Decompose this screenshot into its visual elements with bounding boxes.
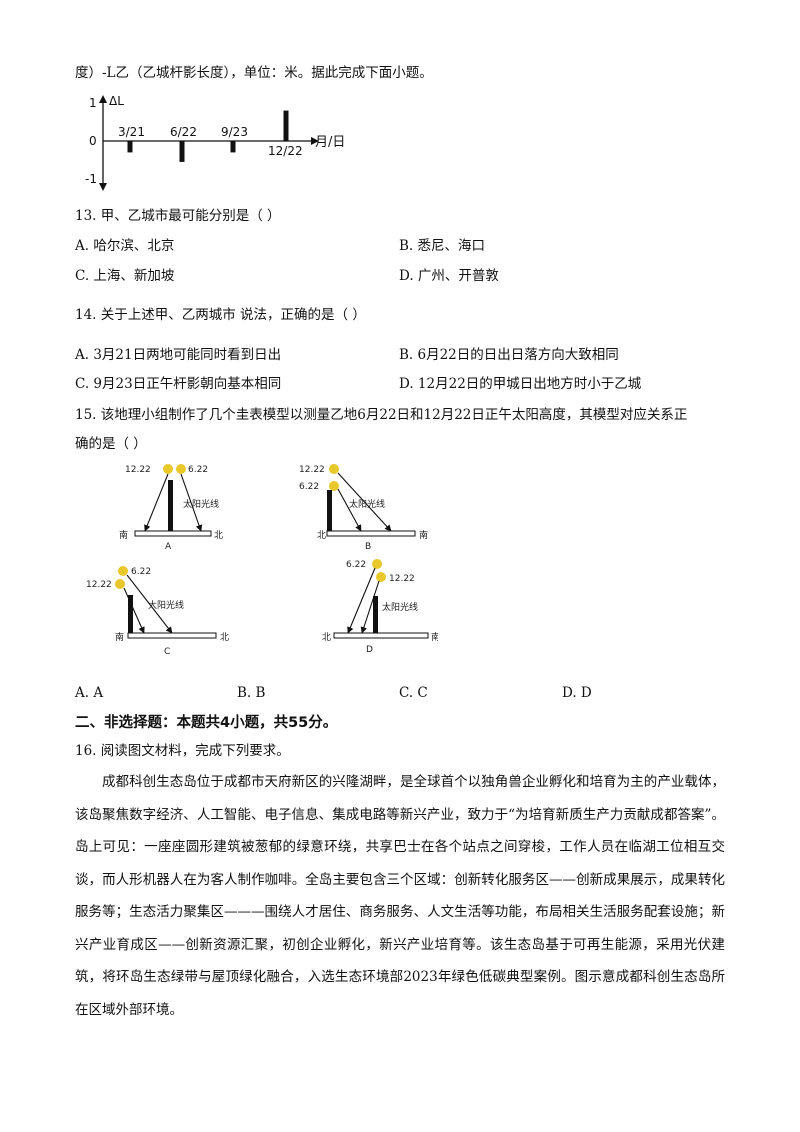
fig-a-gnomon [168,480,173,535]
chart-bar [230,141,236,153]
chart-category-label: 6/22 [170,125,197,139]
q14-stem: 14. 关于上述甲、乙两城市 说法，正确的是（ ） [75,307,366,323]
fig-c-ray-label: 太阳光线 [148,599,184,611]
chart-y-label: ΔL [109,94,124,108]
fig-b-north: 北 [317,530,326,541]
q15-option-c[interactable]: C. C [399,685,428,701]
fig-b-ray-label: 太阳光线 [349,498,385,510]
fig-b-date-jun: 6.22 [299,482,319,492]
q13-stem: 13. 甲、乙城市最可能分别是（ ） [75,208,281,224]
q14-option-b[interactable]: B. 6月22日的日出日落方向大致相同 [399,347,619,363]
q16-stem: 16. 阅读图文材料，完成下列要求。 [75,743,290,759]
q15-stem-line1: 15. 该地理小组制作了几个圭表模型以测量乙地6月22日和12月22日正午太阳高… [75,407,688,423]
fig-c-south: 南 [115,631,124,643]
chart-bar [283,110,289,141]
q13-option-d[interactable]: D. 广州、开普敦 [399,268,499,284]
chart-y-arrow-down-icon [99,183,107,191]
delta-l-chart: 1 0 -1 ΔL 月/日 3/21 6/22 9/23 12/22 [85,94,345,191]
q15-option-a[interactable]: A. A [75,685,104,701]
gnomon-figure-b: 12.22 6.22 太阳光线 北 南 B [299,464,428,552]
fig-d-sun-dec-icon [376,572,386,582]
fig-b-gnomon [327,490,332,535]
chart-category-label: 9/23 [221,125,248,139]
chart-y-tick-label: 0 [89,134,97,148]
fig-b-date-dec: 12.22 [299,465,325,475]
q14-option-c[interactable]: C. 9月23日正午杆影朝向基本相同 [75,376,282,392]
chart-x-label: 月/日 [315,135,345,150]
fig-d-south: 南 [431,631,438,643]
fig-b-sun-jun-icon [329,481,339,491]
fig-b-letter: B [365,542,371,552]
chart-category-label: 3/21 [118,125,145,139]
q15-option-b[interactable]: B. B [237,685,266,701]
section-title: 二、非选择题：本题共4小题，共55分。 [75,715,338,731]
fig-c-sun-jun-icon [118,566,128,576]
fig-d-date-dec: 12.22 [389,574,415,584]
gnomon-figure-c: 12.22 6.22 太阳光线 南 北 C [86,566,229,657]
fig-a-base [134,530,212,537]
fig-d-letter: D [366,645,373,655]
chart-x-arrow-icon [311,137,319,145]
fig-c-letter: C [164,647,170,657]
fig-c-gnomon [128,595,133,638]
chart-y-tick-label: -1 [85,172,97,186]
q13-option-b[interactable]: B. 悉尼、海口 [399,238,486,254]
fig-d-base [333,632,429,639]
chart-bar [127,141,133,153]
fig-c-base [127,632,217,639]
q15-stem-line2: 确的是（ ） [75,436,147,452]
fig-c-north: 北 [220,632,229,643]
chart-category-label: 12/22 [268,144,303,158]
fig-d-date-jun: 6.22 [346,560,366,570]
fig-b-south: 南 [419,529,428,541]
q13-option-c[interactable]: C. 上海、新加坡 [75,268,175,284]
fig-b-base [326,530,416,537]
fig-d-sun-jun-icon [372,559,382,569]
fig-c-date-jun: 6.22 [131,567,151,577]
fig-a-date-jun: 6.22 [188,465,208,475]
fig-a-sun-dec-icon [163,464,173,474]
fig-d-gnomon [373,596,378,638]
fig-d-north: 北 [322,632,331,643]
intro-line: 度）-L乙（乙城杆影长度），单位：米。据此完成下面小题。 [75,65,433,81]
fig-d-ray-label: 太阳光线 [382,601,418,613]
chart-y-arrow-up-icon [99,95,107,103]
gnomon-figure-d: 6.22 12.22 太阳光线 北 南 D [322,559,438,655]
chart-y-tick-label: 1 [89,96,97,110]
fig-c-date-dec: 12.22 [86,580,112,590]
q15-option-d[interactable]: D. D [562,685,592,701]
q16-paragraph: 成都科创生态岛位于成都市天府新区的兴隆湖畔，是全球首个以独角兽企业孵化和培育为主… [75,774,725,1018]
q14-option-d[interactable]: D. 12月22日的甲城日出地方时小于乙城 [399,376,642,392]
fig-c-sun-dec-icon [115,579,125,589]
chart-bar [179,141,185,162]
fig-a-sun-jun-icon [176,464,186,474]
fig-b-sun-dec-icon [329,464,339,474]
q14-option-a[interactable]: A. 3月21日两地可能同时看到日出 [75,347,282,363]
fig-a-ray-label: 太阳光线 [183,498,219,510]
gnomon-figure-a: 12.22 6.22 太阳光线 南 北 A [119,464,223,552]
fig-a-letter: A [165,542,172,552]
fig-a-date-dec: 12.22 [125,465,151,475]
q13-option-a[interactable]: A. 哈尔滨、北京 [75,238,175,254]
fig-a-south: 南 [119,529,128,541]
fig-a-north: 北 [214,530,223,541]
